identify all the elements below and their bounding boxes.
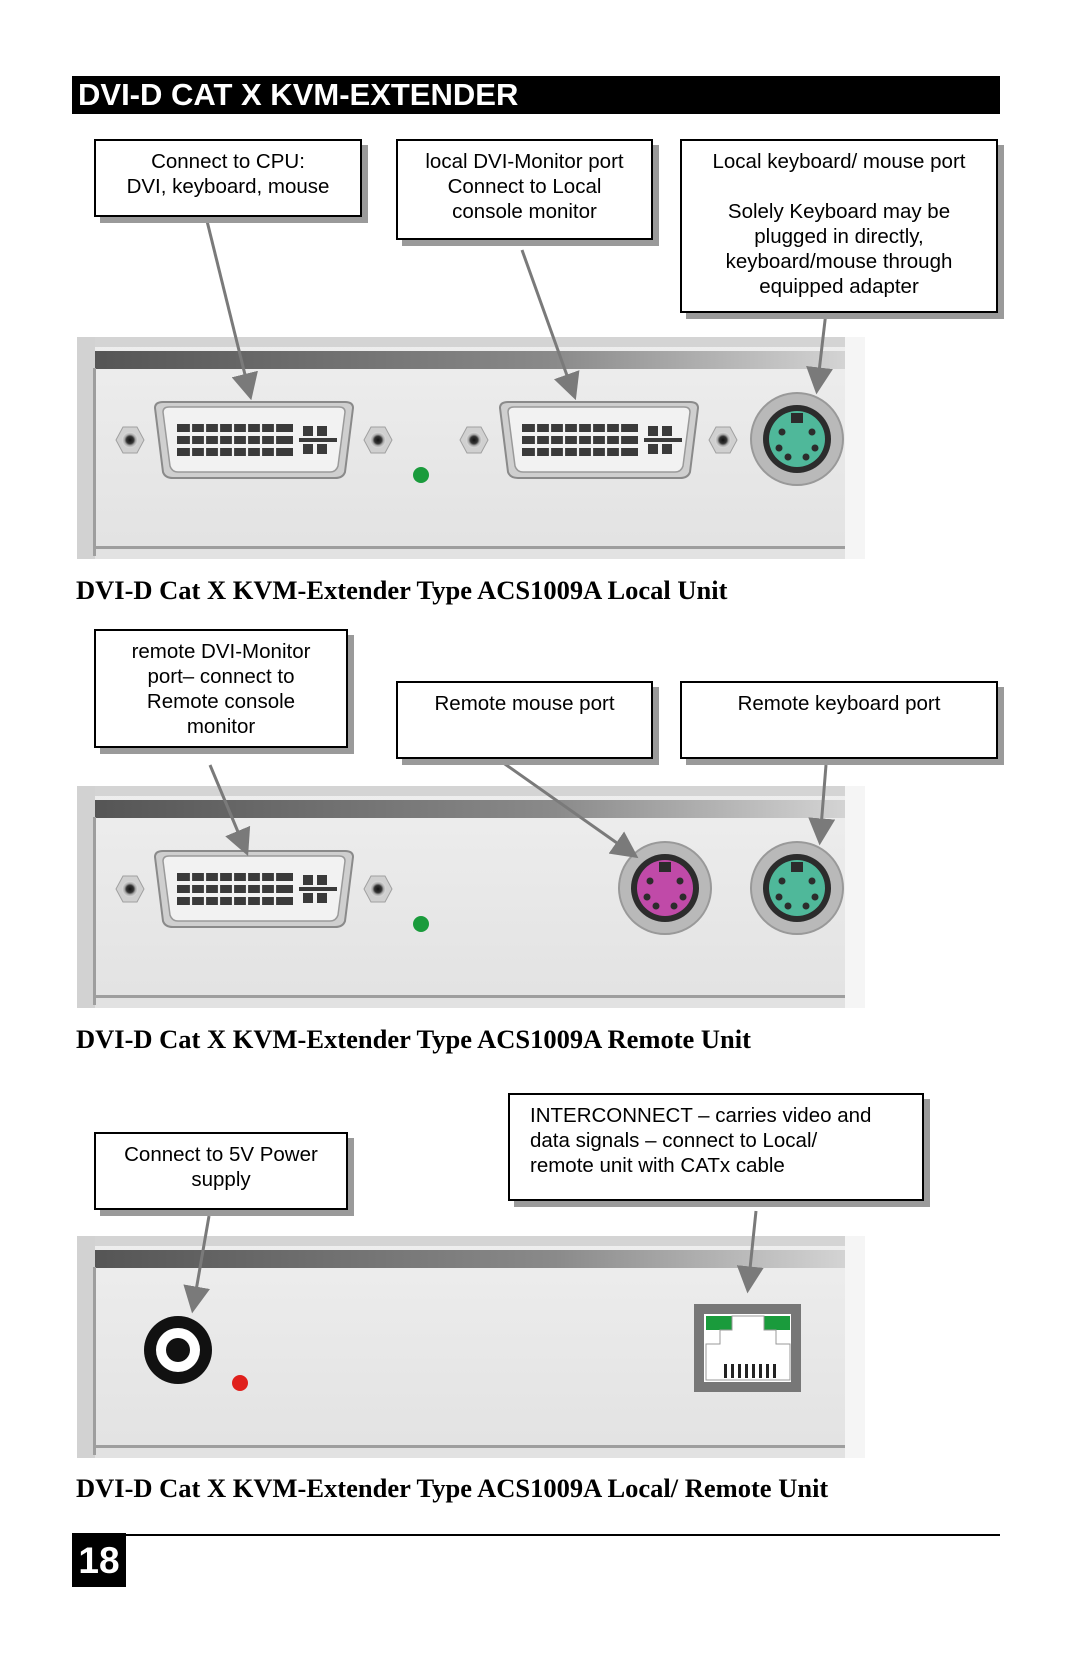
local-unit-panel: [77, 337, 865, 559]
caption-local-unit: DVI-D Cat X KVM-Extender Type ACS1009A L…: [76, 575, 728, 605]
caption-remote-unit: DVI-D Cat X KVM-Extender Type ACS1009A R…: [76, 1024, 751, 1054]
page-title: DVI-D CAT X KVM-EXTENDER: [78, 77, 519, 112]
remote-unit-panel: [77, 786, 865, 1008]
caption-local-remote-unit: DVI-D Cat X KVM-Extender Type ACS1009A L…: [76, 1473, 829, 1503]
callout-line: INTERCONNECT – carries video and: [530, 1104, 872, 1127]
callout-line: equipped adapter: [759, 275, 919, 298]
page-number: 18: [72, 1533, 126, 1587]
callout-line: Connect to CPU:: [151, 150, 305, 173]
callout-line: plugged in directly,: [754, 225, 924, 248]
callout-line: local DVI-Monitor port: [425, 150, 624, 173]
callout-blank-line: [682, 174, 996, 199]
callout-line: remote DVI-Monitor: [131, 640, 311, 663]
callout-line: Local keyboard/ mouse port: [712, 150, 966, 173]
callout-line: Remote mouse port: [434, 692, 615, 715]
callout-line: Remote console: [146, 690, 296, 713]
callout-interconnect: INTERCONNECT – carries video and data si…: [508, 1093, 924, 1201]
callout-line: keyboard/mouse through: [725, 250, 953, 273]
callout-remote-keyboard-port: Remote keyboard port: [680, 681, 998, 759]
callout-line: Solely Keyboard may be: [727, 200, 951, 223]
callout-connect-cpu: Connect to CPU: DVI, keyboard, mouse: [94, 139, 362, 217]
callout-remote-mouse-port: Remote mouse port: [396, 681, 653, 759]
rear-unit-panel: [77, 1236, 865, 1458]
callout-line: DVI, keyboard, mouse: [126, 175, 330, 198]
callout-line: data signals – connect to Local/: [530, 1129, 818, 1152]
pointer-arrows: [183, 220, 836, 1314]
footer-rule: [72, 1534, 1000, 1536]
callout-line: remote unit with CATx cable: [530, 1154, 785, 1177]
callout-local-dvi-monitor: local DVI-Monitor port Connect to Local …: [396, 139, 653, 240]
callout-line: Remote keyboard port: [737, 692, 941, 715]
title-bar: [72, 76, 1000, 114]
callout-line: Connect to Local: [447, 175, 602, 198]
callout-line: console monitor: [452, 200, 597, 223]
callout-remote-dvi-monitor: remote DVI-Monitor port– connect to Remo…: [94, 629, 348, 748]
callout-line: Connect to 5V Power: [124, 1143, 318, 1166]
callout-line: monitor: [186, 715, 256, 738]
callout-power-supply: Connect to 5V Power supply: [94, 1132, 348, 1210]
callout-line: port– connect to: [147, 665, 295, 688]
callout-local-keyboard-mouse: Local keyboard/ mouse port Solely Keyboa…: [680, 139, 998, 313]
callout-line: supply: [191, 1168, 251, 1191]
